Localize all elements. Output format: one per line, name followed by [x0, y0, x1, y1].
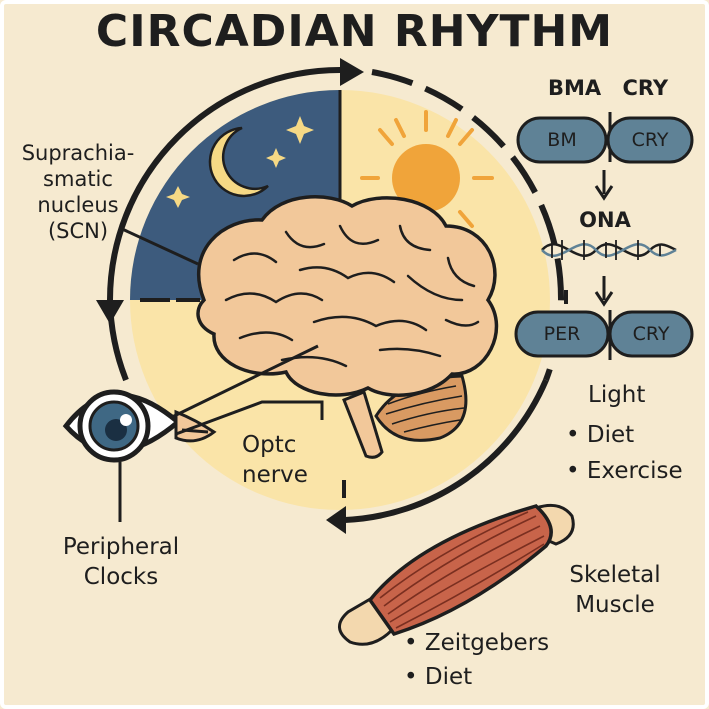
page-title: CIRCADIAN RHYTHM — [95, 6, 614, 57]
optic-nerve-pointer — [181, 428, 209, 434]
molecular-loop — [514, 112, 694, 360]
molecular-header: BMA CRY — [548, 76, 668, 100]
night-sky — [166, 116, 314, 208]
arrowhead-left-icon — [96, 300, 124, 324]
header-bma: BMA — [548, 76, 602, 100]
brain-stem — [342, 389, 384, 459]
inputs-heading: Light — [588, 382, 646, 408]
peripheral-label-line: Clocks — [83, 564, 159, 590]
moon-icon — [208, 126, 269, 198]
dna-icon — [541, 240, 677, 260]
pill-cry-label: CRY — [631, 129, 669, 151]
inputs-item-diet: Diet — [566, 420, 634, 450]
arrowhead-top-icon — [340, 58, 364, 86]
inputs-item-exercise: Exercise — [566, 456, 683, 486]
pill-cry-2 — [608, 310, 694, 358]
skeletal-muscle-label: Skeletal Muscle — [560, 560, 670, 620]
zeitgebers-item: Zeitgebers — [404, 628, 549, 658]
arrowhead-down-1-icon — [594, 185, 614, 201]
star-icon — [266, 148, 286, 168]
optic-nerve-label-line: nerve — [242, 462, 308, 488]
pill-cry-2-label: CRY — [632, 323, 670, 345]
pill-per-label: PER — [543, 323, 581, 345]
muscle-belly — [367, 504, 553, 637]
scn-label-line: nucleus — [37, 193, 119, 217]
pill-bm — [516, 116, 608, 164]
pill-bm-label: BM — [547, 129, 577, 151]
cerebrum — [196, 195, 499, 397]
pill-cry — [606, 116, 694, 164]
clock-ring-bottom — [344, 378, 549, 523]
muscle-label-line: Skeletal — [569, 562, 661, 588]
arrowhead-bottom-icon — [326, 506, 346, 534]
muscle-label-line: Muscle — [575, 592, 655, 618]
peripheral-label-line: Peripheral — [62, 534, 180, 560]
optic-nerve-label-line: Optc — [242, 432, 297, 458]
pill-per — [514, 310, 610, 358]
arrowhead-down-2-icon — [594, 291, 614, 307]
zeitgebers-item-diet: Diet — [404, 662, 472, 692]
scn-label-line: smatic — [43, 167, 113, 191]
peripheral-clocks-label: Peripheral Clocks — [46, 532, 196, 592]
brain-icon — [196, 195, 499, 459]
brain-folds — [224, 224, 480, 368]
scn-label-line: Suprachia- — [21, 141, 135, 165]
star-icon — [166, 186, 190, 208]
optic-nerve-label: Optc nerve — [242, 430, 308, 490]
optic-nerve-line — [169, 344, 319, 420]
scn-label: Suprachia- smatic nucleus (SCN) — [16, 140, 140, 244]
scn-pointer-line — [119, 226, 199, 266]
eye-icon — [62, 389, 217, 463]
optic-nerve-line-lower — [175, 400, 324, 436]
scn-label-line: (SCN) — [47, 219, 109, 243]
clock-ring-top — [107, 67, 341, 301]
header-cry: CRY — [622, 76, 669, 100]
muscle-icon — [338, 503, 575, 646]
star-icon — [286, 116, 314, 144]
dna-label: ONA — [579, 208, 631, 232]
